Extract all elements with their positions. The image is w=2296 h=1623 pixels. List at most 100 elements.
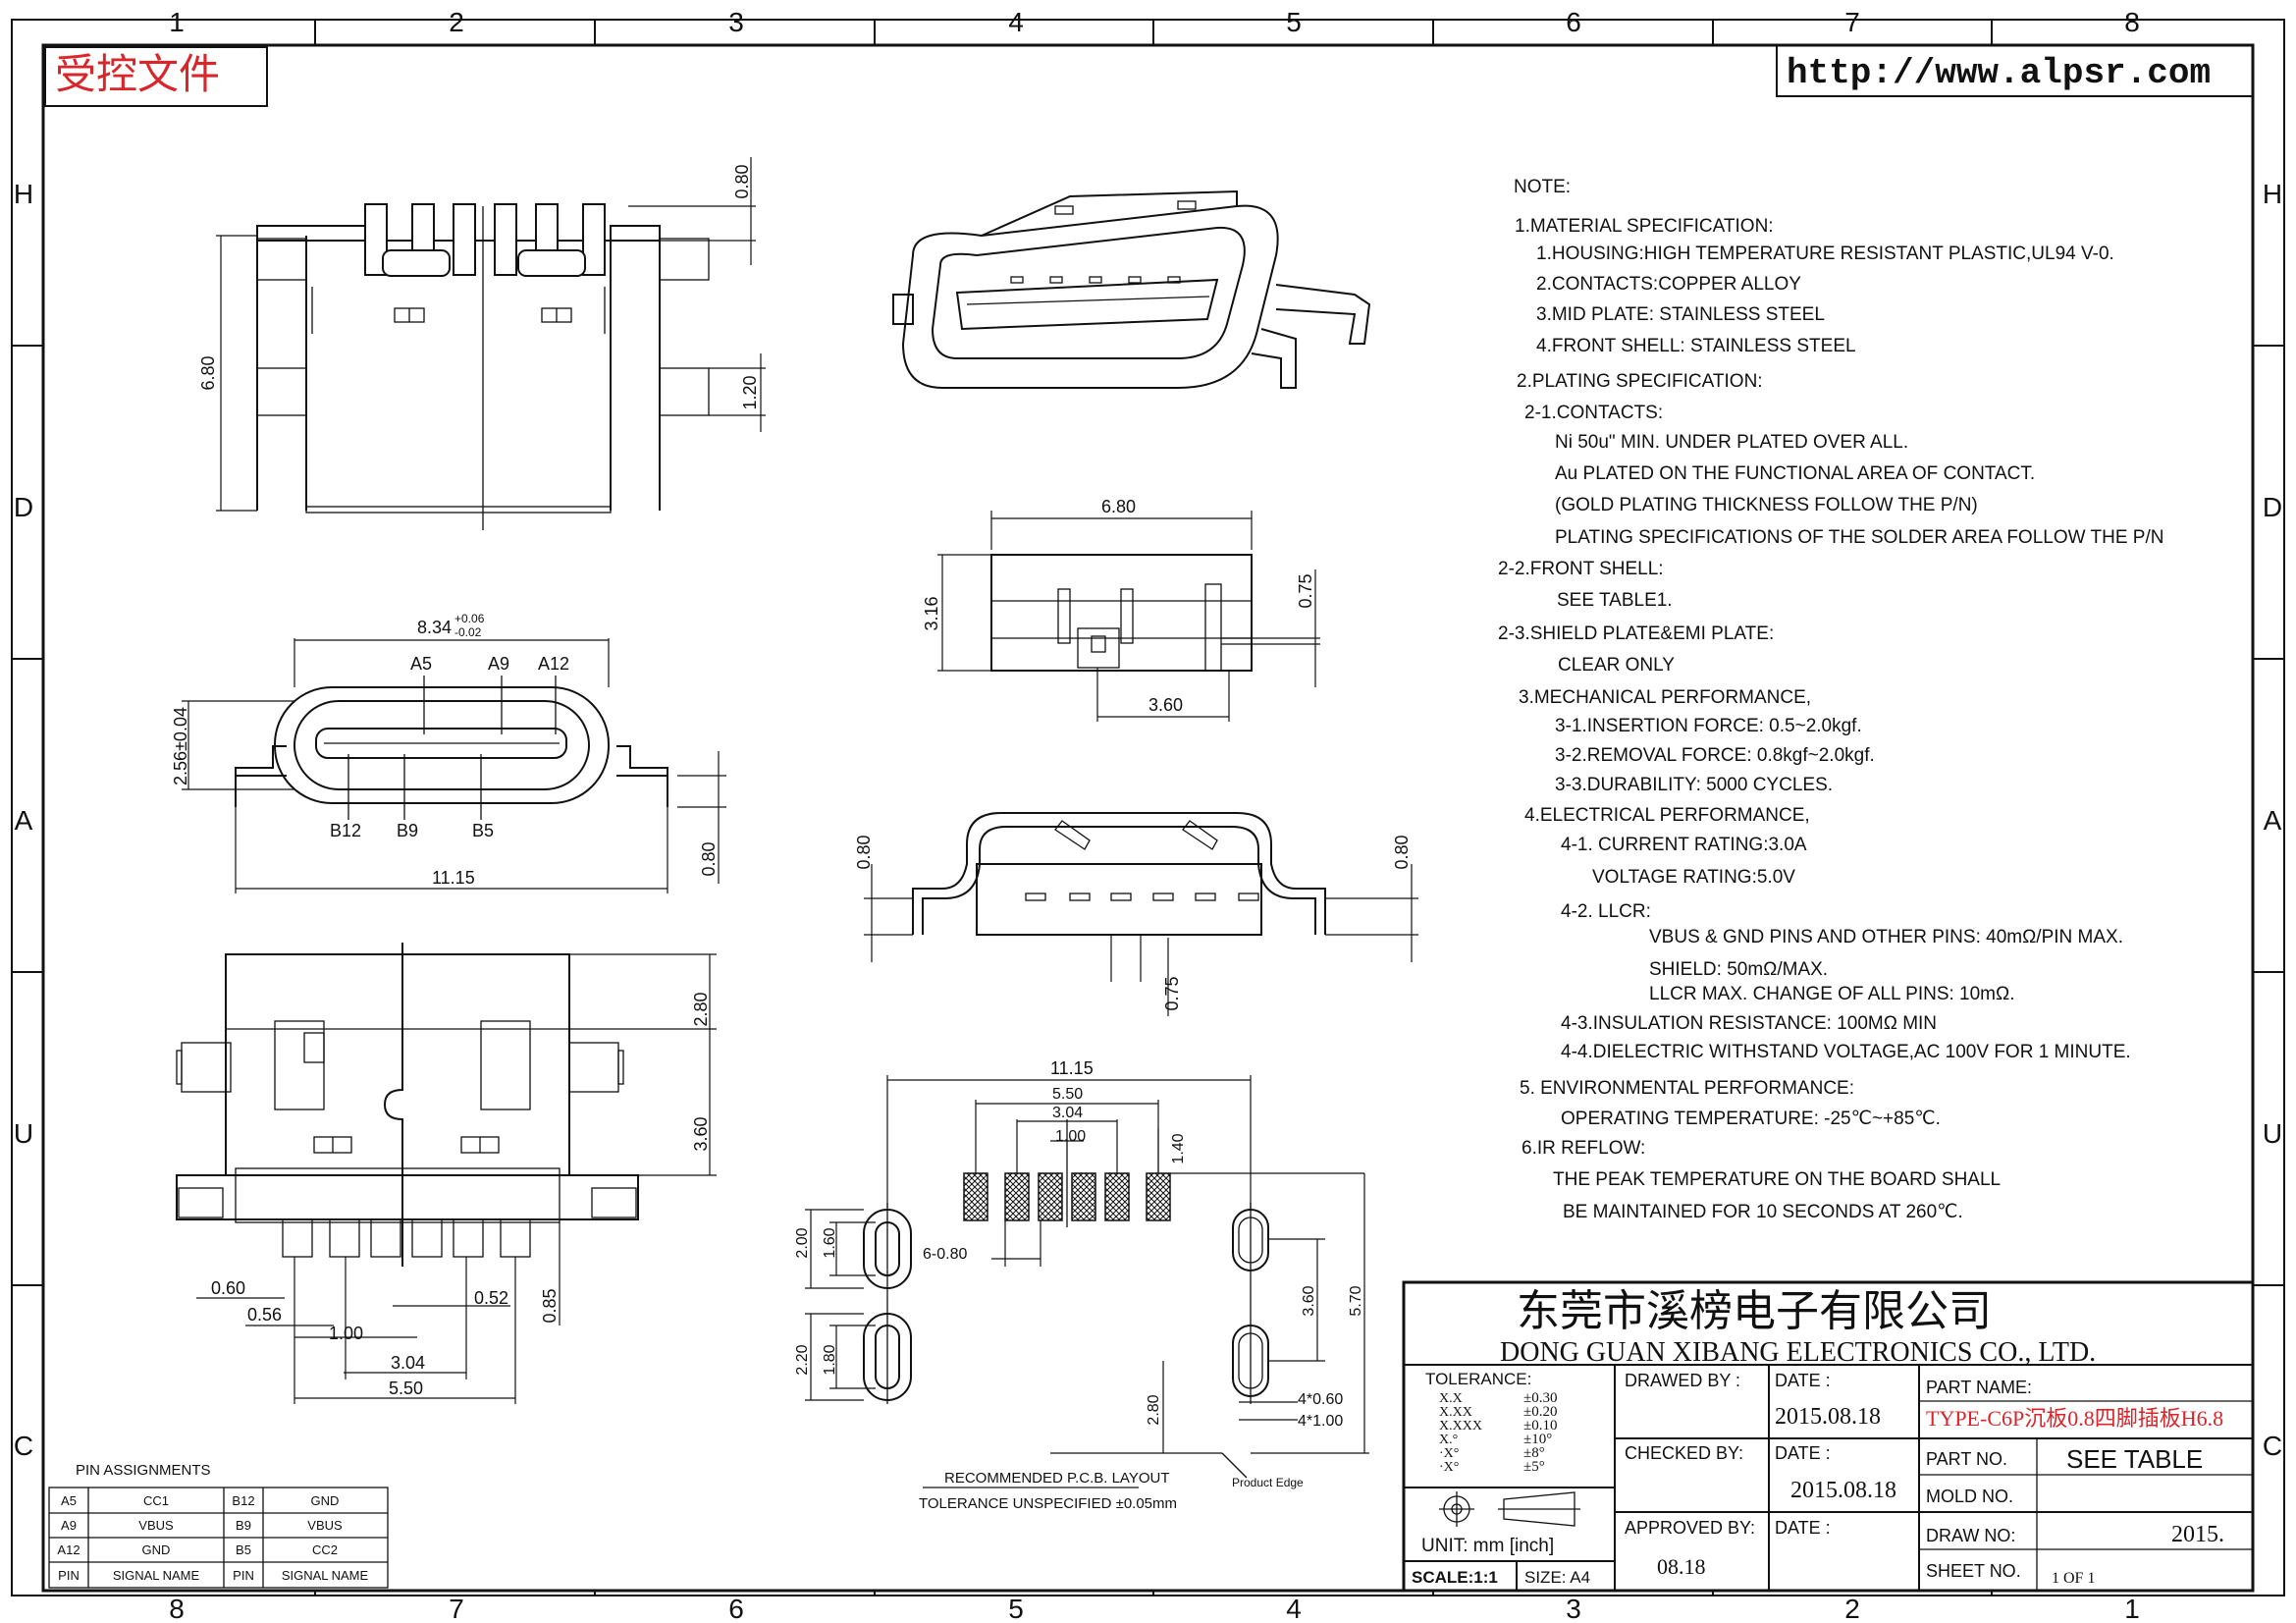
note-line: 3-1.INSERTION FORCE: 0.5~2.0kgf. xyxy=(1555,716,1862,736)
pin-cell: SIGNAL NAME xyxy=(113,1568,200,1583)
grid-row-right: U xyxy=(2263,1118,2282,1149)
note-line: 3-2.REMOVAL FORCE: 0.8kgf~2.0kgf. xyxy=(1555,745,1875,766)
pin-cell: GND xyxy=(311,1493,340,1508)
pin-cell: VBUS xyxy=(138,1518,174,1533)
pcb-layout-title: RECOMMENDED P.C.B. LAYOUT xyxy=(944,1470,1169,1487)
size-label: SIZE: A4 xyxy=(1524,1568,1590,1587)
notes-block: NOTE: 1.MATERIAL SPECIFICATION: 1.HOUSIN… xyxy=(1498,177,2163,1222)
grid-col-bottom: 8 xyxy=(169,1594,185,1623)
label-b12: B12 xyxy=(330,821,361,840)
dim-0.80-end-view-right: 0.80 xyxy=(1392,835,1412,869)
label-a9: A9 xyxy=(488,654,509,674)
dim-1.20-top-view: 1.20 xyxy=(740,375,760,409)
side-view: 6.80 3.16 0.75 3.60 xyxy=(922,497,1320,722)
dim-6x0.80: 6-0.80 xyxy=(923,1246,967,1263)
checked-by-label: CHECKED BY: xyxy=(1625,1443,1743,1463)
dim-0.56: 0.56 xyxy=(247,1305,282,1325)
note-line: 6.IR REFLOW: xyxy=(1522,1138,1645,1159)
dim-11.15-pcb: 11.15 xyxy=(1050,1058,1094,1078)
note-line: 4-2. LLCR: xyxy=(1561,901,1651,922)
grid-col-bottom: 7 xyxy=(449,1594,464,1623)
pin-cell: A5 xyxy=(61,1493,77,1508)
tol-key: ·X° xyxy=(1439,1460,1459,1475)
dim-3.60-side-view: 3.60 xyxy=(1148,695,1183,715)
dim-0.75-end-view: 0.75 xyxy=(1162,976,1182,1010)
unit-label: UNIT: mm [inch] xyxy=(1421,1536,1554,1556)
grid-row-left: H xyxy=(14,179,33,209)
note-line: SEE TABLE1. xyxy=(1557,590,1673,611)
pin-cell: B9 xyxy=(236,1518,251,1533)
tol-val: ±10° xyxy=(1523,1432,1552,1447)
note-line: Au PLATED ON THE FUNCTIONAL AREA OF CONT… xyxy=(1555,463,2035,484)
isometric-view xyxy=(892,189,1371,389)
note-line: VBUS & GND PINS AND OTHER PINS: 40mΩ/PIN… xyxy=(1649,927,2123,947)
sheet-no-value: 1 OF 1 xyxy=(2052,1570,2095,1587)
pin-cell: PIN xyxy=(233,1568,254,1583)
grid-row-left: D xyxy=(14,492,33,522)
note-line: 3.MID PLATE: STAINLESS STEEL xyxy=(1536,304,1825,325)
note-line: (GOLD PLATING THICKNESS FOLLOW THE P/N) xyxy=(1555,495,1978,515)
pin-cell: B12 xyxy=(232,1493,254,1508)
grid-col-top: 4 xyxy=(1008,7,1024,37)
tol-key: ·X° xyxy=(1439,1446,1459,1461)
label-a12: A12 xyxy=(538,654,569,674)
dim-3.04-bottom-view: 3.04 xyxy=(391,1353,425,1373)
tol-key: X.XXX xyxy=(1439,1419,1482,1434)
scale-label: SCALE:1:1 xyxy=(1412,1568,1498,1587)
pcb-layout: Product Edge 11.15 5.50 3.04 1.00 1.40 6… xyxy=(794,1058,1369,1512)
dim-2.56: 2.56±0.04 xyxy=(171,707,190,785)
note-line: 3.MECHANICAL PERFORMANCE, xyxy=(1519,687,1811,708)
note-line: OPERATING TEMPERATURE: -25℃~+85℃. xyxy=(1561,1109,1941,1129)
note-line: NOTE: xyxy=(1514,177,1571,197)
pin-assignments-table: PIN ASSIGNMENTS A5 CC1 B12 GND A9 VBUS B… xyxy=(48,1462,389,1589)
pin-cell: CC2 xyxy=(312,1542,338,1557)
grid-col-bottom: 6 xyxy=(728,1594,744,1623)
dim-0.52: 0.52 xyxy=(474,1288,508,1308)
grid-col-bottom: 3 xyxy=(1566,1594,1581,1623)
dim-0.80-end-view-left: 0.80 xyxy=(854,835,874,869)
grid-row-left: A xyxy=(15,805,33,836)
pin-cell: VBUS xyxy=(307,1518,343,1533)
website-box: http://www.alpsr.com xyxy=(1776,44,2254,97)
label-a5: A5 xyxy=(410,654,432,674)
label-b9: B9 xyxy=(397,821,418,840)
grid-row-left: C xyxy=(14,1431,33,1461)
date-label: DATE : xyxy=(1775,1518,1831,1538)
dim-1.80: 1.80 xyxy=(822,1344,838,1375)
svg-text:受控文件: 受控文件 xyxy=(55,51,220,97)
mold-no-label: MOLD NO. xyxy=(1926,1487,2013,1506)
tol-val: ±8° xyxy=(1523,1445,1545,1461)
dim-5.70: 5.70 xyxy=(1348,1285,1364,1316)
pin-cell: PIN xyxy=(58,1568,80,1583)
dim-5.50-pcb: 5.50 xyxy=(1052,1086,1083,1103)
pin-cell: B5 xyxy=(236,1542,251,1557)
approved-by-value: 08.18 xyxy=(1657,1554,1706,1579)
grid-col-top: 3 xyxy=(728,7,744,37)
date-value: 2015.08.18 xyxy=(1775,1404,1881,1430)
note-line: 2.PLATING SPECIFICATION: xyxy=(1517,371,1763,392)
note-line: CLEAR ONLY xyxy=(1558,655,1675,676)
approved-by-label: APPROVED BY: xyxy=(1625,1518,1755,1538)
end-view: 0.75 0.80 0.80 xyxy=(854,812,1418,1016)
note-line: 2-3.SHIELD PLATE&EMI PLATE: xyxy=(1498,623,1774,644)
grid-row-right: C xyxy=(2263,1431,2282,1461)
dim-2.00: 2.00 xyxy=(794,1227,811,1258)
part-name-label: PART NAME: xyxy=(1926,1378,2032,1397)
grid-col-top: 8 xyxy=(2124,7,2140,37)
pin-cell: A12 xyxy=(57,1542,80,1557)
note-line: THE PEAK TEMPERATURE ON THE BOARD SHALL xyxy=(1553,1169,2001,1190)
note-line: LLCR MAX. CHANGE OF ALL PINS: 10mΩ. xyxy=(1649,984,2015,1004)
grid-col-top: 5 xyxy=(1286,7,1302,37)
dim-6.80-top-view: 6.80 xyxy=(198,355,218,390)
tol-val: ±0.20 xyxy=(1523,1404,1557,1420)
note-line: 1.MATERIAL SPECIFICATION: xyxy=(1515,216,1774,237)
dim-8.34-tol-dn: -0.02 xyxy=(454,625,482,639)
top-view: 6.80 0.80 1.20 xyxy=(198,157,766,530)
grid-col-top: 7 xyxy=(1844,7,1860,37)
pin-cell: A9 xyxy=(61,1518,77,1533)
grid-row-right: H xyxy=(2263,179,2282,209)
dim-0.85: 0.85 xyxy=(540,1288,560,1323)
dim-11.15-front-view: 11.15 xyxy=(432,868,475,888)
company-name-en: DONG GUAN XIBANG ELECTRONICS CO., LTD. xyxy=(1500,1337,2096,1368)
date-value: 2015.08.18 xyxy=(1790,1478,1896,1503)
